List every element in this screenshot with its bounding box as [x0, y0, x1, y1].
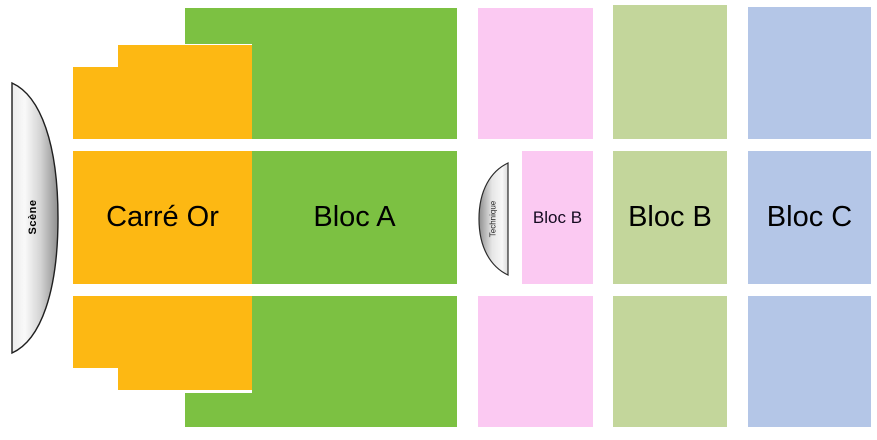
bloc-b-green-top[interactable] — [613, 5, 727, 139]
bloc-a-label: Bloc A — [313, 201, 396, 233]
bloc-b-pink-label: Bloc B — [532, 207, 583, 227]
bloc-c-bottom[interactable] — [748, 296, 871, 427]
bloc-b-green-label: Bloc B — [628, 201, 712, 233]
bloc-b-pink-top[interactable] — [478, 8, 593, 139]
bloc-a-top[interactable] — [252, 8, 457, 139]
bloc-b-pink-bottom[interactable] — [478, 296, 593, 427]
technique-label: Technique — [488, 200, 498, 238]
bloc-b-green-middle[interactable]: Bloc B — [613, 151, 727, 284]
bloc-b-pink-middle[interactable]: Bloc B — [522, 151, 593, 284]
carre-or-bottom[interactable] — [73, 296, 252, 368]
carre-or-top-step[interactable] — [73, 67, 118, 139]
bloc-a-top-left-sliver[interactable] — [185, 8, 252, 44]
bloc-c-top[interactable] — [748, 7, 871, 139]
carre-or-top[interactable] — [118, 45, 252, 139]
bloc-a-bottom-left-sliver[interactable] — [185, 393, 252, 427]
carre-or-bottom-step[interactable] — [118, 368, 252, 390]
bloc-c-label: Bloc C — [766, 201, 853, 233]
technique-shape — [478, 162, 509, 276]
bloc-a-bottom[interactable] — [252, 296, 457, 427]
bloc-c-middle[interactable]: Bloc C — [748, 151, 871, 284]
carre-or-middle[interactable]: Carré Or — [73, 151, 252, 284]
bloc-b-green-bottom[interactable] — [613, 296, 727, 427]
carre-or-label: Carré Or — [106, 201, 219, 233]
bloc-a-middle[interactable]: Bloc A — [252, 151, 457, 284]
stage-shape — [11, 81, 59, 355]
stage-label: Scène — [27, 199, 39, 235]
